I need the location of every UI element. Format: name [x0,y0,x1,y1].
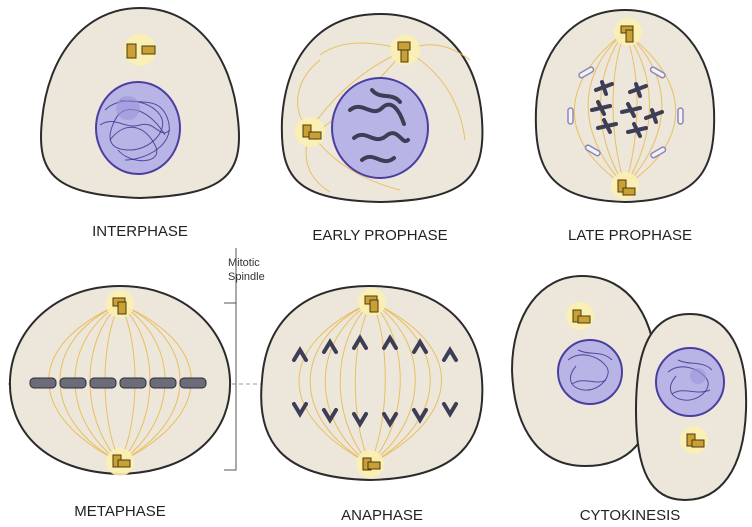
callout-label-line2: Spindle [228,271,265,283]
callout-label-line1: Mitotic [228,257,260,269]
centrosome [124,34,156,66]
stage-label-early-prophase: EARLY PROPHASE [312,227,447,244]
centrosome [390,35,420,65]
centrosome [356,450,384,478]
stage-label-interphase: INTERPHASE [92,223,188,240]
centrosome [614,18,642,46]
centrosome [566,302,594,330]
centrosome [106,448,134,476]
late-prophase-cell [536,10,714,202]
stage-label-late-prophase: LATE PROPHASE [568,227,692,244]
centrosome [295,117,325,147]
mitotic-spindle-callout: Mitotic Spindle [224,248,265,470]
centrosome [358,288,386,316]
nucleus [332,78,428,178]
anaphase-cell [261,286,482,480]
nucleus [96,82,180,174]
centrosome [680,426,708,454]
nucleus [656,348,724,416]
early-prophase-cell [282,14,483,202]
stage-label-cytokinesis: CYTOKINESIS [580,507,681,524]
stage-label-metaphase: METAPHASE [74,503,165,520]
cytokinesis-daughter-cell-2 [636,314,746,500]
metaphase-cell [10,286,230,476]
nucleus [558,340,622,404]
interphase-cell [41,8,239,198]
cytokinesis-daughter-cell-1 [512,276,656,466]
stage-label-anaphase: ANAPHASE [341,507,423,524]
centrosome [611,172,639,200]
centrosome [106,290,134,318]
